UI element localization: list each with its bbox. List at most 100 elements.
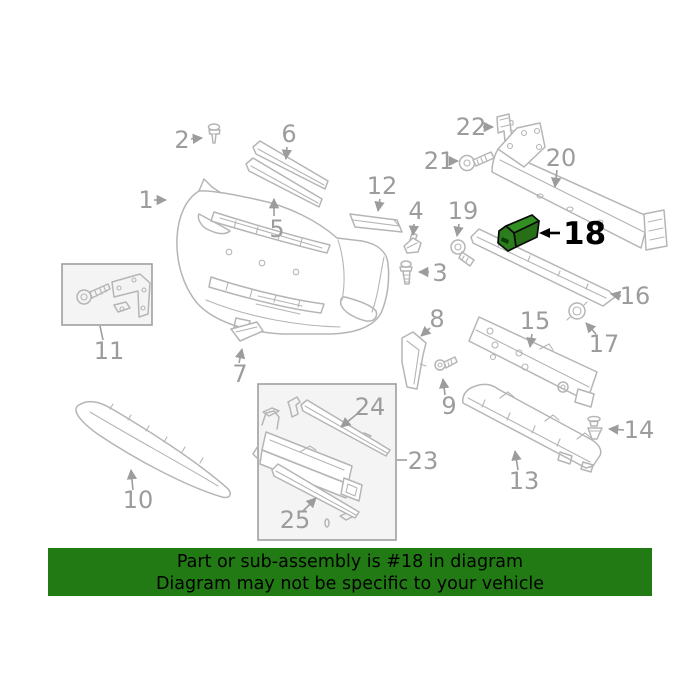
part-label-14: 14: [624, 416, 655, 444]
part-label-20: 20: [546, 144, 577, 172]
part-14-clip: [587, 415, 603, 440]
part-19-bolt: [450, 239, 475, 267]
arrow-line: [453, 223, 464, 238]
highlight-banner: Part or sub-assembly is #18 in diagram D…: [48, 548, 652, 596]
part-12-garnish: [349, 213, 403, 233]
banner-line-2: Diagram may not be specific to your vehi…: [156, 574, 544, 594]
callout-7: 7: [232, 347, 248, 388]
part-8-side-bracket: [401, 331, 427, 390]
callout-5: 5: [268, 197, 285, 243]
leader-line: [99, 325, 104, 341]
callout-23: 23: [397, 447, 438, 475]
part-label-1: 1: [138, 186, 153, 214]
arrow-line: [126, 468, 138, 491]
callout-4: 4: [408, 197, 424, 237]
part-label-10: 10: [123, 486, 154, 514]
arrow-line: [408, 223, 420, 237]
arrow-line: [585, 322, 597, 335]
arrow-line: [340, 413, 358, 428]
arrow-line: [420, 325, 432, 337]
part-label-9: 9: [441, 392, 456, 420]
part-25-seal-strip: [271, 463, 360, 519]
arrow-line: [607, 424, 625, 435]
callout-21: 21: [424, 147, 460, 175]
callout-20: 20: [546, 144, 577, 189]
part-13-energy-absorber: [462, 383, 602, 473]
arrowhead: [539, 228, 550, 238]
part-label-13: 13: [509, 467, 540, 495]
part-17-grommet: [566, 301, 588, 321]
callout-12: 12: [367, 172, 398, 213]
callout-18-highlighted: 18: [539, 216, 606, 252]
support-assembly: [252, 410, 363, 502]
part-label-5: 5: [269, 215, 284, 243]
part-11-license-bracket-box: [61, 263, 153, 326]
part-5-molding-strip: [245, 157, 323, 208]
arrow-line: [609, 290, 622, 301]
arrow-line: [302, 497, 317, 512]
part-label-18: 18: [563, 216, 606, 252]
callout-13: 13: [509, 449, 540, 495]
arrow-line: [374, 198, 385, 213]
part-7-tow-hook-cover: [230, 321, 264, 342]
part-4-clip: [403, 232, 422, 254]
part-2-clip: [207, 123, 221, 144]
callout-24: 24: [340, 393, 386, 428]
part-label-4: 4: [408, 197, 423, 225]
arrow-line: [550, 169, 562, 189]
part-9-bolt: [434, 356, 458, 371]
part-18-end-cap: [497, 225, 517, 252]
part-label-2: 2: [174, 126, 189, 154]
part-18-spacer-highlighted: [497, 214, 540, 252]
part-label-22: 22: [456, 113, 487, 141]
arrow-line: [439, 377, 450, 396]
part-15-reinforcement-beam: [468, 316, 598, 408]
part-21-bolt: [458, 151, 495, 172]
callout-17: 17: [585, 322, 620, 358]
callout-15: 15: [520, 307, 551, 349]
part-label-8: 8: [429, 305, 444, 333]
callout-1: 1: [138, 186, 168, 214]
arrow-line: [526, 333, 537, 349]
part-6-molding-strip: [252, 140, 329, 190]
part-label-23: 23: [408, 447, 439, 475]
part-label-11: 11: [94, 337, 125, 365]
part-label-25: 25: [280, 506, 311, 534]
arrow-line: [234, 347, 246, 364]
callout-6: 6: [281, 120, 297, 161]
arrow-line: [281, 146, 292, 161]
part-label-19: 19: [448, 197, 479, 225]
part-label-21: 21: [424, 147, 455, 175]
callout-9: 9: [439, 377, 457, 420]
part-3-bolt: [399, 260, 413, 285]
part-label-24: 24: [355, 393, 386, 421]
part-1-bumper-cover: [176, 178, 390, 335]
banner-line-1: Part or sub-assembly is #18 in diagram: [177, 552, 523, 572]
part-label-7: 7: [232, 360, 247, 388]
callout-3: 3: [417, 259, 448, 287]
part-label-16: 16: [620, 282, 651, 310]
part-18-slot: [501, 237, 509, 244]
callout-10: 10: [123, 468, 154, 514]
part-label-12: 12: [367, 172, 398, 200]
callout-2: 2: [174, 126, 204, 154]
part-label-6: 6: [281, 120, 296, 148]
part-10-lower-deflector: [75, 400, 231, 499]
part-23-support-box: [252, 383, 397, 541]
part-label-3: 3: [432, 259, 447, 287]
arrow-line: [190, 133, 204, 145]
part-label-15: 15: [520, 307, 551, 335]
callout-11: 11: [94, 325, 125, 365]
arrow-line: [511, 449, 522, 471]
part-24-seal-strip: [300, 399, 391, 457]
callout-22: 22: [456, 113, 495, 141]
part-label-17: 17: [589, 330, 620, 358]
part-20-upper-reinforcement: [491, 122, 668, 251]
banner-background: [48, 548, 652, 596]
callout-16: 16: [609, 282, 651, 310]
callout-8: 8: [420, 305, 445, 337]
callout-25: 25: [280, 497, 317, 534]
callout-14: 14: [607, 416, 655, 444]
